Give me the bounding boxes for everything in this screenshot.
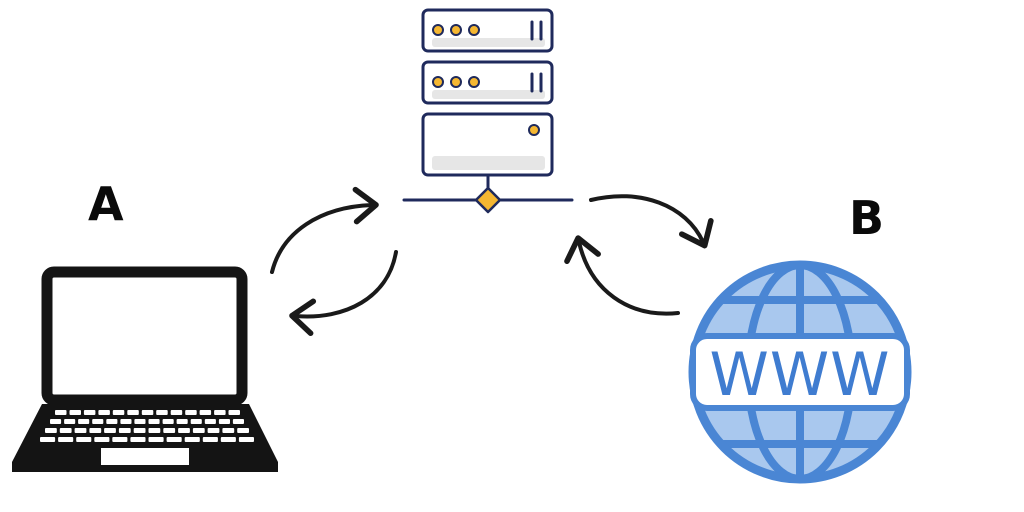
keyboard-key bbox=[92, 419, 104, 424]
server-unit-top bbox=[421, 8, 554, 53]
keyboard-key bbox=[64, 419, 76, 424]
keyboard-key bbox=[112, 410, 125, 415]
arrow-b-to-server bbox=[564, 235, 680, 316]
keyboard-key bbox=[120, 419, 132, 424]
keyboard-key bbox=[214, 410, 226, 415]
keyboard-key bbox=[204, 419, 216, 424]
arrow-server-to-b bbox=[589, 194, 714, 249]
keyboard-key bbox=[178, 428, 190, 433]
keyboard-key bbox=[45, 428, 57, 433]
server-unit-bottom bbox=[421, 112, 554, 177]
keyboard-key bbox=[238, 437, 254, 442]
keyboard-key bbox=[98, 410, 110, 415]
keyboard-key bbox=[220, 437, 236, 442]
keyboard-key bbox=[228, 410, 240, 415]
keyboard-key bbox=[106, 419, 118, 424]
server-icon bbox=[402, 8, 574, 214]
keyboard-key bbox=[76, 437, 92, 442]
node-label-b: B bbox=[849, 191, 885, 245]
keyboard-key bbox=[89, 428, 102, 433]
keyboard-key bbox=[69, 410, 81, 415]
keyboard-key bbox=[192, 428, 205, 433]
keyboard-key bbox=[133, 428, 146, 433]
keyboard-key bbox=[156, 410, 168, 415]
exchange-arrows-a bbox=[270, 186, 398, 337]
keyboard-key bbox=[199, 410, 212, 415]
keyboard-key bbox=[148, 419, 160, 424]
status-led bbox=[468, 76, 480, 88]
keyboard-key bbox=[59, 428, 72, 433]
keyboard-key bbox=[222, 428, 235, 433]
www-banner bbox=[690, 333, 910, 411]
keyboard-key bbox=[58, 437, 74, 442]
server-unit-middle bbox=[421, 60, 554, 105]
keyboard-key bbox=[83, 410, 96, 415]
status-led bbox=[432, 76, 444, 88]
keyboard-key bbox=[104, 428, 116, 433]
keyboard-key bbox=[112, 437, 128, 442]
keyboard-key bbox=[184, 437, 200, 442]
globe-icon: WWW bbox=[688, 260, 912, 484]
keyboard-key bbox=[166, 437, 182, 442]
keyboard-key bbox=[141, 410, 154, 415]
keyboard-key bbox=[55, 410, 67, 415]
laptop-keyboard bbox=[40, 410, 254, 442]
keyboard-key bbox=[148, 428, 161, 433]
keyboard-key bbox=[237, 428, 249, 433]
status-led bbox=[468, 24, 480, 36]
keyboard-key bbox=[127, 410, 139, 415]
arrow-server-to-a bbox=[289, 250, 398, 337]
keyboard-key bbox=[163, 428, 176, 433]
keyboard-key bbox=[94, 437, 110, 442]
keyboard-key bbox=[74, 428, 87, 433]
keyboard-key bbox=[190, 419, 202, 424]
keyboard-key bbox=[78, 419, 90, 424]
keyboard-key bbox=[148, 437, 164, 442]
keyboard-key bbox=[40, 437, 56, 442]
keyboard-key bbox=[162, 419, 174, 424]
keyboard-key bbox=[218, 419, 230, 424]
keyboard-key bbox=[50, 419, 62, 424]
node-label-a: A bbox=[88, 177, 124, 231]
network-node-diamond bbox=[474, 186, 502, 214]
status-led bbox=[432, 24, 444, 36]
keyboard-key bbox=[202, 437, 218, 442]
laptop-icon bbox=[12, 266, 278, 472]
status-led bbox=[450, 24, 462, 36]
keyboard-key bbox=[207, 428, 220, 433]
keyboard-key bbox=[130, 437, 146, 442]
status-led bbox=[450, 76, 462, 88]
exchange-arrows-b bbox=[564, 194, 714, 316]
keyboard-key bbox=[232, 419, 244, 424]
keyboard-key bbox=[176, 419, 188, 424]
arrow-a-to-server bbox=[270, 186, 379, 274]
laptop-trackpad bbox=[101, 448, 189, 465]
keyboard-key bbox=[118, 428, 131, 433]
status-led bbox=[528, 124, 540, 136]
keyboard-key bbox=[170, 410, 183, 415]
keyboard-key bbox=[185, 410, 197, 415]
www-text: WWW bbox=[710, 340, 891, 410]
laptop-screen bbox=[41, 266, 248, 406]
keyboard-key bbox=[134, 419, 146, 424]
